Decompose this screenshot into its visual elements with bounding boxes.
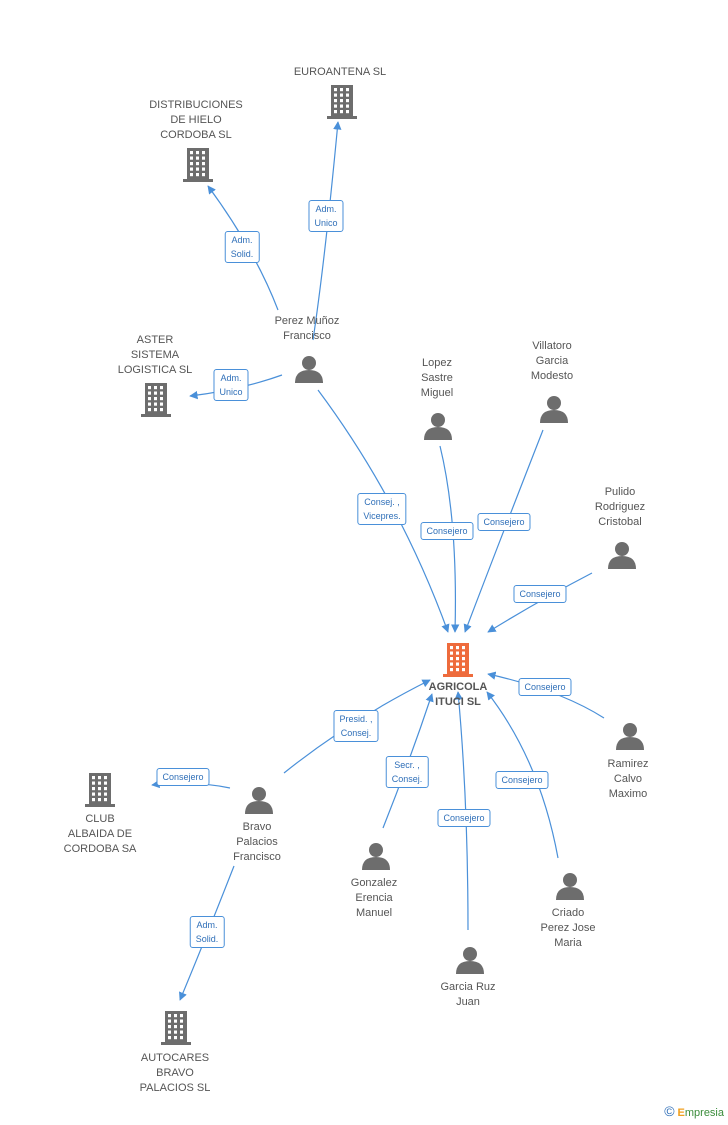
edge-garciaruz-to-agricola xyxy=(454,691,469,931)
edge-label-criado-agricola[interactable]: Consejero xyxy=(495,771,549,789)
node-label-euroantena[interactable]: EUROANTENA SL xyxy=(293,66,387,78)
edge-villatoro-to-agricola xyxy=(463,429,544,633)
edge-label-villatoro-agricola[interactable]: Consejero xyxy=(477,513,531,531)
edge-label-lopez-agricola[interactable]: Consejero xyxy=(420,522,474,540)
edge-label-bravo-agricola[interactable]: Presid. , Consej. xyxy=(333,710,379,742)
edge-label-garciaruz-agricola[interactable]: Consejero xyxy=(437,809,491,827)
edge-label-pulido-agricola[interactable]: Consejero xyxy=(513,585,567,603)
edge-label-perez-euroantena[interactable]: Adm. Unico xyxy=(308,200,344,232)
node-label-distribuciones[interactable]: DISTRIBUCIONES DE HIELO CORDOBA SL xyxy=(149,99,243,141)
node-label-agricola[interactable]: AGRICOLA ITUCI SL xyxy=(428,681,488,708)
node-label-gonzalez[interactable]: Gonzalez Erencia Manuel xyxy=(350,877,398,919)
person-icon-criado[interactable] xyxy=(556,873,584,900)
person-icon-pulido[interactable] xyxy=(608,542,636,569)
edge-criado-to-agricola xyxy=(486,691,559,859)
node-label-club[interactable]: CLUB ALBAIDA DE CORDOBA SA xyxy=(63,813,137,855)
building-icon-club[interactable] xyxy=(85,773,115,807)
node-label-pulido[interactable]: Pulido Rodriguez Cristobal xyxy=(594,486,646,528)
empresia-brand[interactable]: ©Empresia xyxy=(664,1103,724,1119)
node-label-villatoro[interactable]: Villatoro Garcia Modesto xyxy=(530,340,574,382)
node-label-bravo[interactable]: Bravo Palacios Francisco xyxy=(233,821,281,863)
edge-label-gonzalez-agricola[interactable]: Secr. , Consej. xyxy=(385,756,429,788)
building-icon-aster[interactable] xyxy=(141,383,171,417)
building-icon-distribuciones[interactable] xyxy=(183,148,213,182)
edge-perez-to-euroantena xyxy=(312,121,342,341)
person-icon-ramirez[interactable] xyxy=(616,723,644,750)
brand-name: mpresia xyxy=(684,1107,724,1119)
person-icon-perez[interactable] xyxy=(295,356,323,383)
nodes-layer xyxy=(85,85,644,1045)
person-icon-lopez[interactable] xyxy=(424,413,452,440)
copyright-icon: © xyxy=(664,1103,675,1119)
edge-label-bravo-autocares[interactable]: Adm. Solid. xyxy=(189,916,225,948)
person-icon-villatoro[interactable] xyxy=(540,396,568,423)
edge-label-perez-agricola[interactable]: Consej. , Vicepres. xyxy=(357,493,407,525)
node-label-autocares[interactable]: AUTOCARES BRAVO PALACIOS SL xyxy=(139,1052,211,1094)
node-label-aster[interactable]: ASTER SISTEMA LOGISTICA SL xyxy=(117,334,193,376)
edge-label-bravo-club[interactable]: Consejero xyxy=(156,768,210,786)
node-label-perez[interactable]: Perez Muñoz Francisco xyxy=(274,315,340,342)
node-label-garciaruz[interactable]: Garcia Ruz Juan xyxy=(440,981,496,1008)
edge-label-ramirez-agricola[interactable]: Consejero xyxy=(518,678,572,696)
person-icon-bravo[interactable] xyxy=(245,787,273,814)
building-icon-euroantena[interactable] xyxy=(327,85,357,119)
edge-label-perez-distribuciones[interactable]: Adm. Solid. xyxy=(224,231,260,263)
node-label-lopez[interactable]: Lopez Sastre Miguel xyxy=(420,357,454,399)
node-label-criado[interactable]: Criado Perez Jose Maria xyxy=(540,907,596,949)
building-icon-autocares[interactable] xyxy=(161,1011,191,1045)
node-label-ramirez[interactable]: Ramirez Calvo Maximo xyxy=(607,758,649,800)
person-icon-gonzalez[interactable] xyxy=(362,843,390,870)
person-icon-garciaruz[interactable] xyxy=(456,947,484,974)
brand-initial: E xyxy=(677,1107,685,1119)
building-icon-agricola[interactable] xyxy=(443,643,473,677)
edge-label-perez-aster[interactable]: Adm. Unico xyxy=(213,369,249,401)
